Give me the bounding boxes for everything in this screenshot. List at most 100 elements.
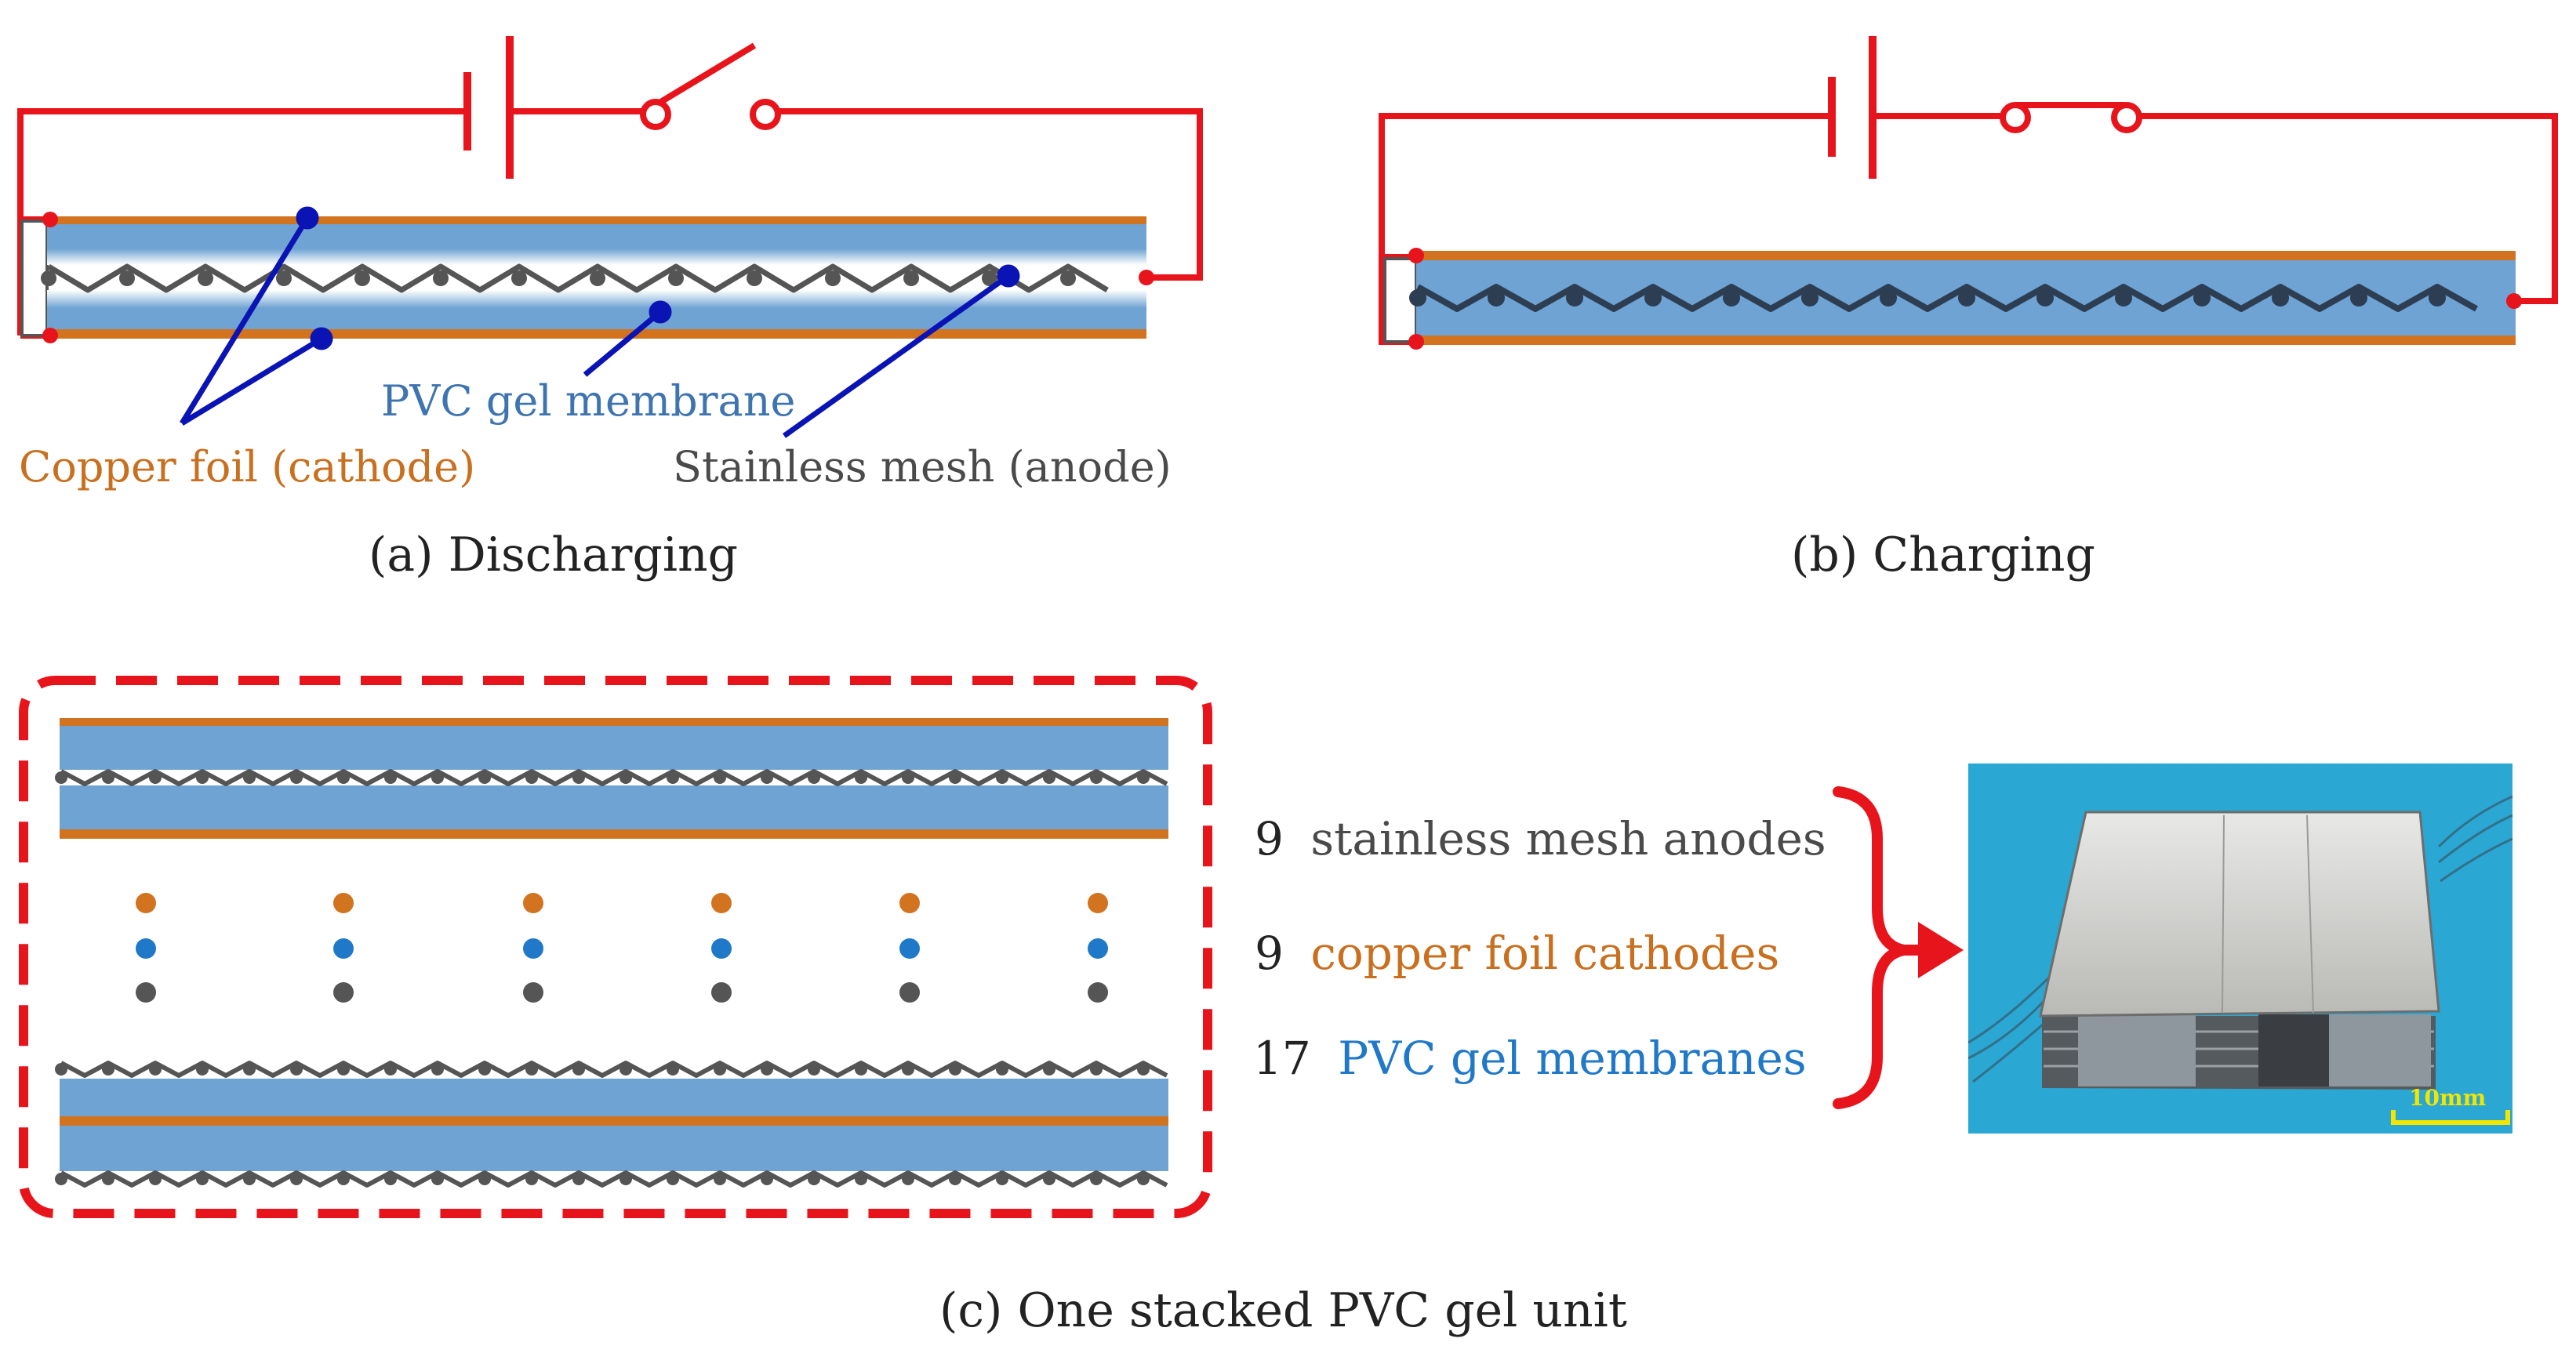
ellipsis-dot-copper bbox=[1088, 893, 1108, 913]
ellipsis-dot-gel bbox=[136, 938, 156, 959]
mesh-bead bbox=[1644, 289, 1662, 307]
ellipsis-dot-mesh bbox=[1088, 982, 1108, 1003]
wire-b-right bbox=[2136, 113, 2558, 304]
wire-a-right bbox=[773, 108, 1203, 281]
mesh-bead bbox=[2036, 289, 2054, 307]
mesh-bead bbox=[996, 1173, 1008, 1185]
mesh-bead bbox=[478, 1173, 491, 1185]
label-pvc-gel-membrane: PVC gel membrane bbox=[381, 376, 795, 426]
mesh-wire bbox=[47, 263, 1109, 293]
switch-icon bbox=[2000, 102, 2142, 133]
mesh-bead bbox=[667, 1173, 679, 1185]
mesh-bead bbox=[903, 270, 919, 286]
mesh-bead bbox=[102, 1173, 114, 1185]
mesh-bead bbox=[1137, 771, 1150, 784]
ellipsis-dot-copper bbox=[523, 893, 543, 913]
mesh-bead bbox=[668, 270, 684, 286]
mesh-bead bbox=[431, 1063, 444, 1076]
right-brace-icon bbox=[1833, 786, 1906, 1109]
mesh-bead bbox=[619, 771, 632, 784]
ellipsis-dot-gel bbox=[523, 938, 543, 959]
ellipsis-dot-mesh bbox=[136, 982, 156, 1003]
mesh-bead bbox=[1137, 1173, 1150, 1185]
mesh-bead bbox=[1566, 289, 1583, 307]
arrow-right-icon bbox=[1904, 922, 1964, 978]
mesh-bead bbox=[1043, 1173, 1055, 1185]
mesh-bead bbox=[2350, 289, 2367, 307]
terminal-dots-b bbox=[1408, 248, 2522, 350]
count-pvc-number: 17 bbox=[1253, 1032, 1311, 1085]
ellipsis-dot-copper bbox=[899, 893, 920, 913]
mesh-bead bbox=[855, 771, 867, 784]
mesh-bead bbox=[478, 1063, 491, 1076]
mesh-bead bbox=[590, 270, 605, 286]
mesh-bead bbox=[572, 1063, 585, 1076]
mesh-bead bbox=[525, 771, 538, 784]
mesh-bead bbox=[243, 1063, 256, 1076]
mesh-bead bbox=[949, 1063, 961, 1076]
mesh-bead bbox=[1801, 289, 1818, 307]
panel-c-stacked-unit: 9 stainless mesh anodes 9 copper foil ca… bbox=[19, 676, 2513, 1338]
mesh-bead bbox=[41, 270, 56, 286]
stainless-mesh-lowest bbox=[55, 1170, 1168, 1188]
mesh-bead bbox=[525, 1173, 538, 1185]
mesh-bead bbox=[996, 771, 1008, 784]
mesh-bead bbox=[433, 270, 449, 286]
mesh-bead bbox=[572, 1173, 585, 1185]
mesh-bead bbox=[196, 1173, 209, 1185]
mesh-bead bbox=[761, 771, 773, 784]
mesh-bead bbox=[808, 1063, 820, 1076]
panel-b-charging: (b) Charging bbox=[1379, 36, 2558, 582]
count-mesh-number: 9 bbox=[1255, 812, 1284, 865]
mesh-bead bbox=[337, 1063, 350, 1076]
count-pvc-text: PVC gel membranes bbox=[1338, 1032, 1806, 1085]
stainless-mesh-top bbox=[55, 769, 1168, 786]
ellipsis-dot-copper bbox=[711, 893, 732, 913]
mesh-bead bbox=[1090, 1173, 1103, 1185]
ellipsis-dot-mesh bbox=[899, 982, 920, 1003]
stainless-mesh-a bbox=[41, 263, 1109, 293]
mesh-bead bbox=[996, 1063, 1008, 1076]
copper-foil-bottom-b bbox=[1416, 336, 2516, 345]
mesh-bead bbox=[1880, 289, 1897, 307]
mesh-bead bbox=[982, 270, 997, 286]
mesh-bead bbox=[761, 1063, 773, 1076]
mesh-bead bbox=[290, 1173, 303, 1185]
mesh-bead bbox=[667, 1063, 679, 1076]
mesh-bead bbox=[1488, 289, 1505, 307]
mesh-bead bbox=[667, 771, 679, 784]
mesh-bead bbox=[354, 270, 370, 286]
mesh-bead bbox=[2429, 289, 2446, 307]
mesh-bead bbox=[196, 771, 209, 784]
mesh-bead bbox=[949, 771, 961, 784]
mesh-bead bbox=[2272, 289, 2289, 307]
mesh-bead bbox=[384, 771, 397, 784]
mesh-bead bbox=[1060, 270, 1076, 286]
stack-dashed-outline bbox=[19, 676, 1212, 1218]
caption-c: (c) One stacked PVC gel unit bbox=[939, 1283, 1627, 1338]
mesh-bead bbox=[478, 771, 491, 784]
mesh-bead bbox=[198, 270, 213, 286]
battery-icon bbox=[463, 36, 514, 179]
mesh-bead bbox=[808, 771, 820, 784]
mesh-bead bbox=[290, 1063, 303, 1076]
mesh-bead bbox=[55, 1173, 67, 1185]
mesh-bead bbox=[384, 1063, 397, 1076]
mesh-bead bbox=[525, 1063, 538, 1076]
mesh-bead bbox=[511, 270, 527, 286]
mesh-bead bbox=[196, 1063, 209, 1076]
mesh-bead bbox=[290, 771, 303, 784]
mesh-bead bbox=[902, 1173, 914, 1185]
mesh-bead bbox=[102, 771, 114, 784]
panel-a-discharging: PVC gel membrane Copper foil (cathode) S… bbox=[17, 36, 1203, 582]
ellipsis-dot-mesh bbox=[523, 982, 543, 1003]
device-photo: 10mm bbox=[1967, 764, 2513, 1134]
mesh-bead bbox=[808, 1173, 820, 1185]
ellipsis-dot-gel bbox=[711, 938, 732, 959]
gel-stack-b bbox=[1409, 251, 2516, 345]
mesh-bead bbox=[243, 1173, 256, 1185]
mesh-bead bbox=[855, 1173, 867, 1185]
mesh-bead bbox=[431, 771, 444, 784]
mesh-bead bbox=[714, 1173, 726, 1185]
